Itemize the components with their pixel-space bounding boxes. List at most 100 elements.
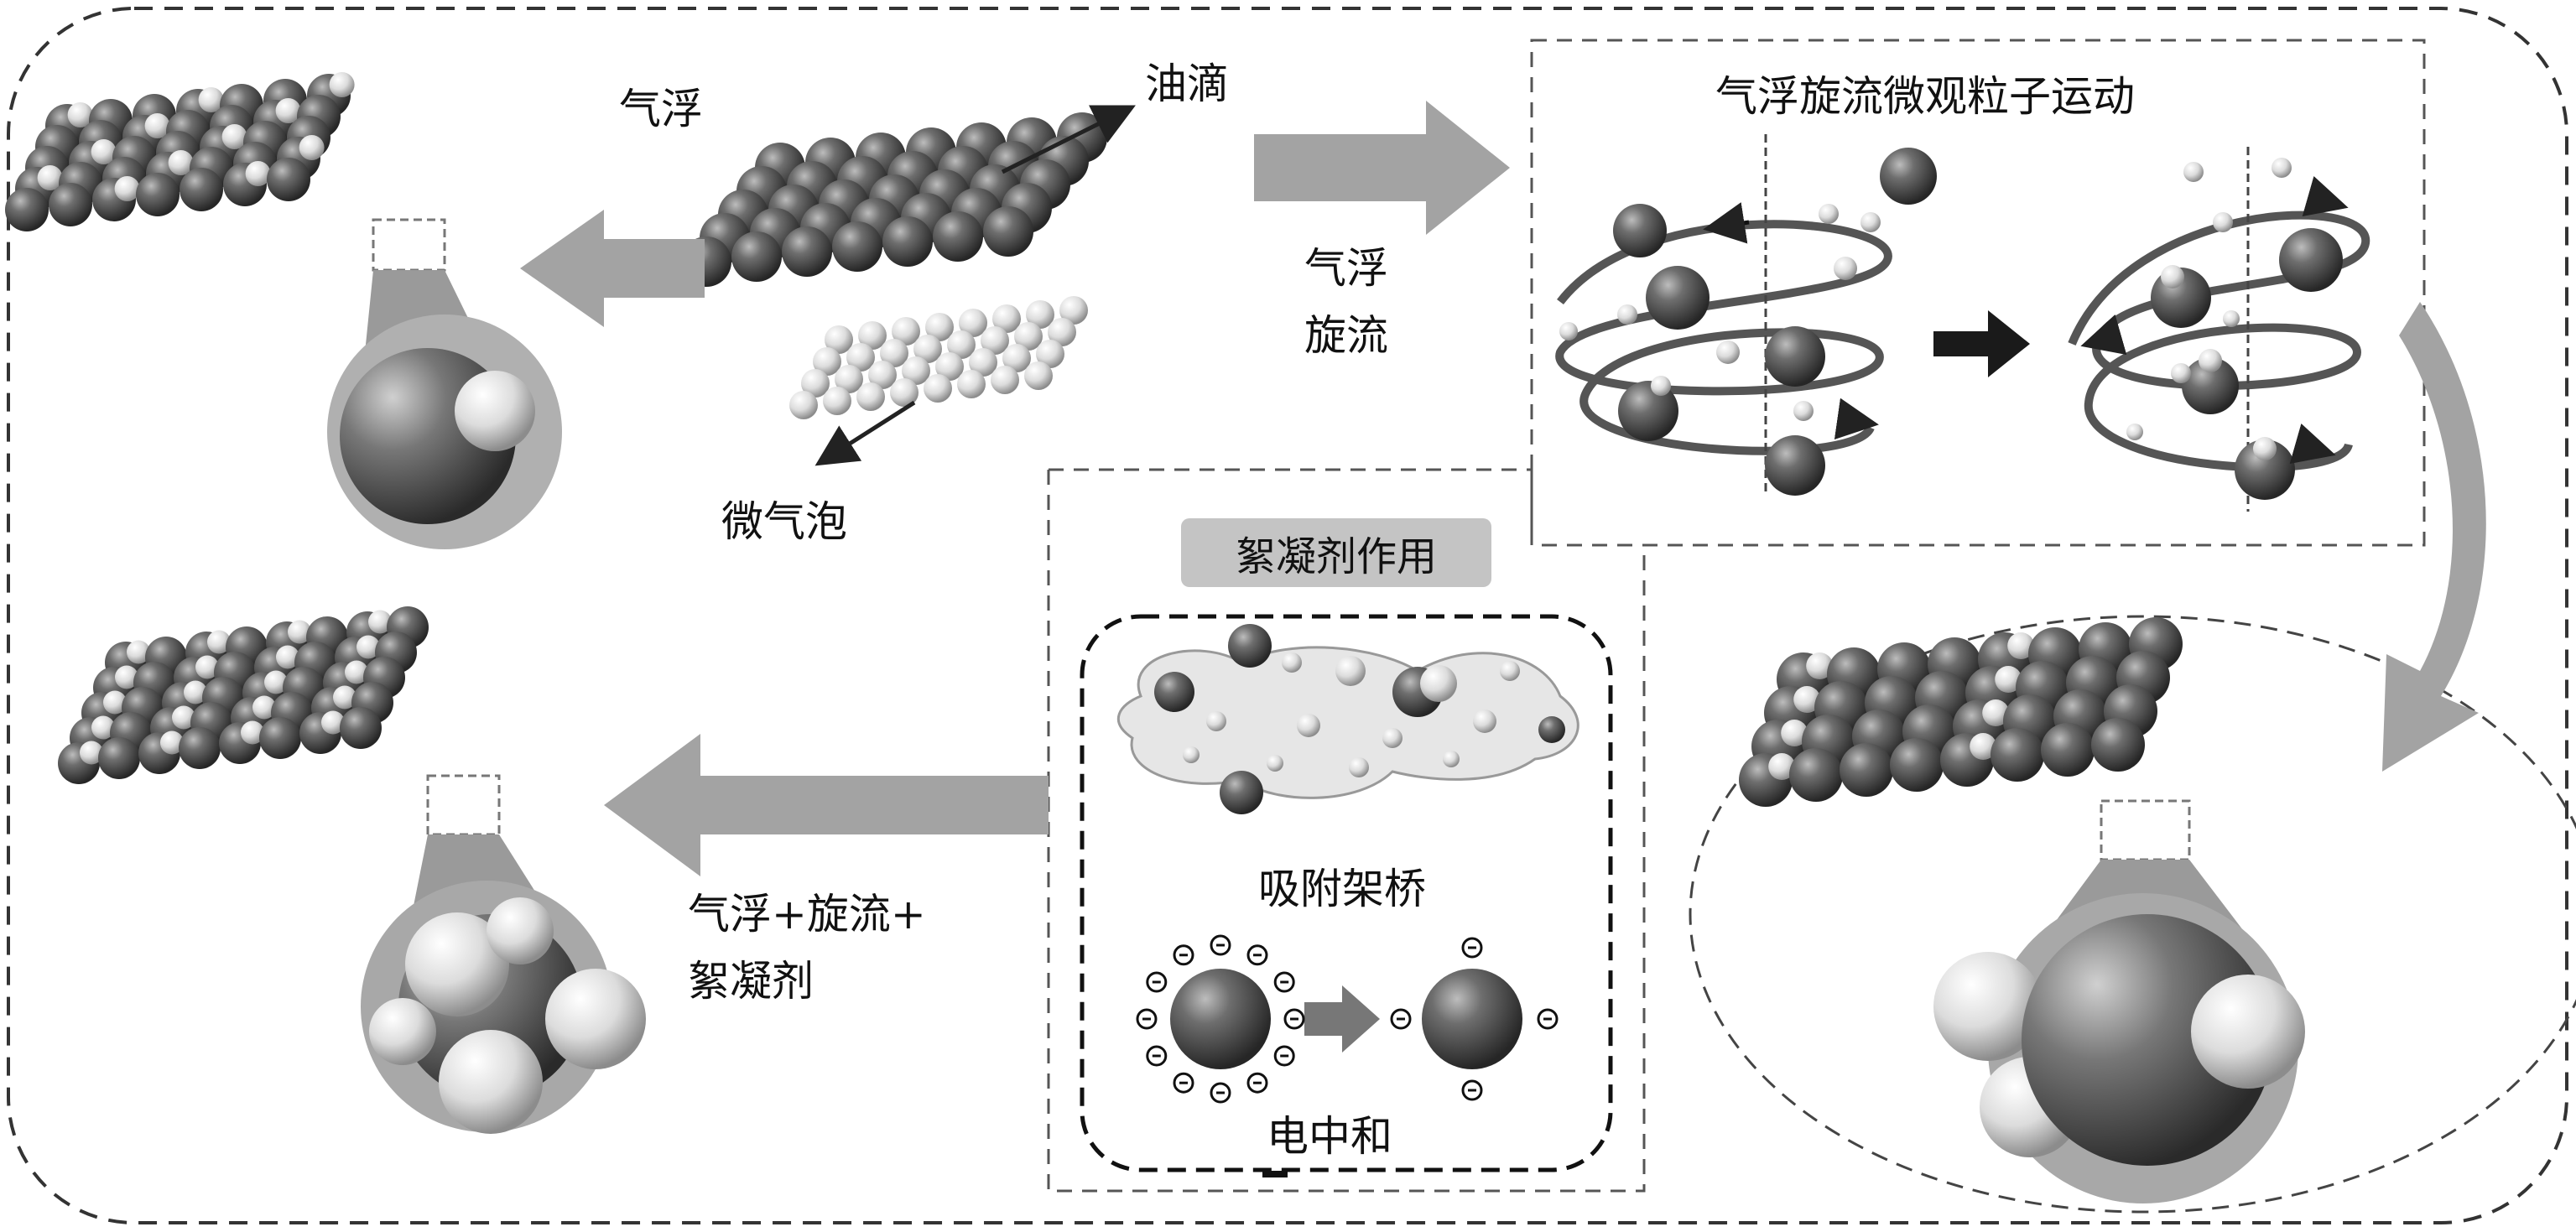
swirl-oil-sphere	[1840, 743, 1893, 797]
combined-bubble-sphere	[115, 665, 138, 689]
flotation-bubble-sphere	[198, 87, 224, 112]
label-micro-motion-title: 气浮旋流微观粒子运动	[1715, 72, 2135, 121]
swirl-oil-sphere	[1890, 738, 1944, 792]
swirl-callout	[1933, 799, 2305, 1203]
arrow-to-combined	[604, 734, 1049, 876]
micro-bubble-sphere	[1024, 361, 1053, 390]
combined-callout	[361, 774, 646, 1134]
flotation-bubble-sphere	[114, 176, 140, 201]
label-adsorption-bridging: 吸附架桥	[1258, 865, 1426, 913]
result-ellipse	[1689, 615, 2576, 1214]
swirl-bubble-sphere	[1768, 753, 1796, 780]
micro-bubble-sphere	[947, 330, 976, 359]
droplet-oil-sphere	[832, 221, 882, 272]
combined-oil-sphere	[98, 737, 140, 779]
micro-bubble-sphere	[846, 343, 875, 372]
outer-frame	[7, 7, 2568, 1224]
swirl-oil-sphere	[2041, 723, 2095, 777]
flotation-bubble-sphere	[144, 113, 170, 138]
label-flotation: 气浮	[619, 85, 703, 133]
micro-bubble-pointer	[814, 400, 916, 466]
flotation-bubble-sphere	[37, 165, 63, 190]
flotation-oil-sphere	[5, 188, 49, 231]
micro-bubble-sphere	[813, 347, 841, 376]
flotation-bubble-sphere	[329, 72, 355, 97]
micro-bubble-sphere	[924, 374, 952, 403]
combined-bubble-sphere	[172, 705, 195, 730]
combined-bubble-sphere	[276, 645, 299, 669]
label-flocculant-effect: 絮凝剂作用	[1235, 533, 1437, 580]
flotation-bubble-sphere	[91, 139, 117, 164]
micro-bubble-sphere	[1002, 344, 1031, 372]
flotation-bubble-sphere	[299, 135, 325, 160]
combined-bubble-sphere	[368, 610, 392, 634]
label-flotation-swirl-2: 旋流	[1304, 311, 1388, 360]
micro-bubble-sphere	[1048, 318, 1076, 346]
flotation-bubble-sphere	[245, 161, 271, 186]
micro-bubble-sphere	[789, 391, 818, 419]
micro-bubble-sphere	[1036, 340, 1064, 368]
micro-bubble-sphere	[890, 378, 919, 407]
micro-bubble-sphere	[913, 335, 942, 363]
micro-bubble-sphere	[880, 339, 908, 367]
micro-bubble-sphere	[981, 326, 1009, 355]
flotation-oil-raft	[5, 72, 355, 231]
flotation-oil-sphere	[49, 183, 92, 226]
swirl-oil-raft	[1739, 617, 2183, 807]
flotation-bubble-sphere	[275, 98, 301, 123]
combined-bubble-sphere	[241, 720, 264, 745]
swirl-bubble-sphere	[1970, 733, 1997, 760]
micro-motion-panel	[1530, 39, 2426, 547]
micro-bubble-sphere	[991, 366, 1019, 394]
combined-bubble-sphere	[127, 640, 150, 664]
combined-bubble-sphere	[356, 635, 380, 659]
swirl-oil-sphere	[2091, 718, 2145, 772]
combined-bubble-sphere	[207, 630, 231, 654]
droplet-oil-sphere	[782, 226, 832, 277]
micro-bubble-sphere	[823, 387, 851, 415]
flotation-oil-sphere	[267, 158, 310, 201]
swirl-bubble-sphere	[1982, 699, 2010, 726]
combined-oil-sphere	[259, 717, 301, 759]
swirl-oil-sphere	[1991, 728, 2044, 782]
micro-bubble-sphere	[1014, 322, 1043, 351]
swirl-bubble-sphere	[2007, 632, 2035, 659]
flotation-oil-sphere	[180, 168, 223, 211]
oil-droplet-and-bubble-layers	[681, 112, 1107, 419]
droplet-oil-sphere	[983, 206, 1033, 257]
swirl-bubble-sphere	[1793, 686, 1821, 713]
micro-bubble-sphere	[1026, 300, 1054, 329]
micro-bubble-sphere	[902, 356, 930, 385]
combined-bubble-sphere	[195, 655, 219, 679]
flotation-oil-sphere	[136, 173, 180, 216]
micro-bubble-sphere	[825, 325, 853, 354]
label-charge-neutralization: 电中和	[1267, 1112, 1392, 1161]
combined-bubble-sphere	[321, 710, 345, 735]
swirl-bubble-sphere	[1781, 720, 1808, 746]
micro-bubble-sphere	[892, 317, 920, 346]
combined-oil-sphere	[179, 727, 221, 769]
combined-bubble-sphere	[288, 620, 311, 644]
swirl-oil-sphere	[1789, 748, 1843, 802]
micro-bubble-sphere	[959, 309, 987, 337]
flocculant-tag: 絮凝剂作用	[1181, 518, 1491, 587]
oil-droplet-pointer	[1001, 105, 1136, 174]
combined-bubble-sphere	[252, 695, 276, 720]
micro-bubble-sphere	[856, 382, 885, 411]
combined-bubble-sphere	[264, 670, 288, 694]
combined-oil-sphere	[340, 707, 382, 749]
flotation-bubble-sphere	[67, 102, 93, 127]
micro-bubble-sphere	[835, 365, 863, 393]
flotation-callout	[327, 218, 562, 549]
micro-bubble-sphere	[935, 352, 964, 381]
combined-bubble-sphere	[91, 715, 115, 740]
micro-bubble-sphere	[992, 304, 1021, 333]
arrow-between-helices	[1933, 310, 2030, 377]
adsorption-bridging-floc	[1116, 624, 1579, 814]
arrow-to-swirl	[1254, 101, 1510, 235]
micro-bubble-sphere	[957, 370, 986, 398]
charge-neutralization	[1136, 934, 1559, 1104]
mechanism-box	[1080, 614, 1613, 1172]
micro-bubble-sphere	[801, 369, 830, 398]
